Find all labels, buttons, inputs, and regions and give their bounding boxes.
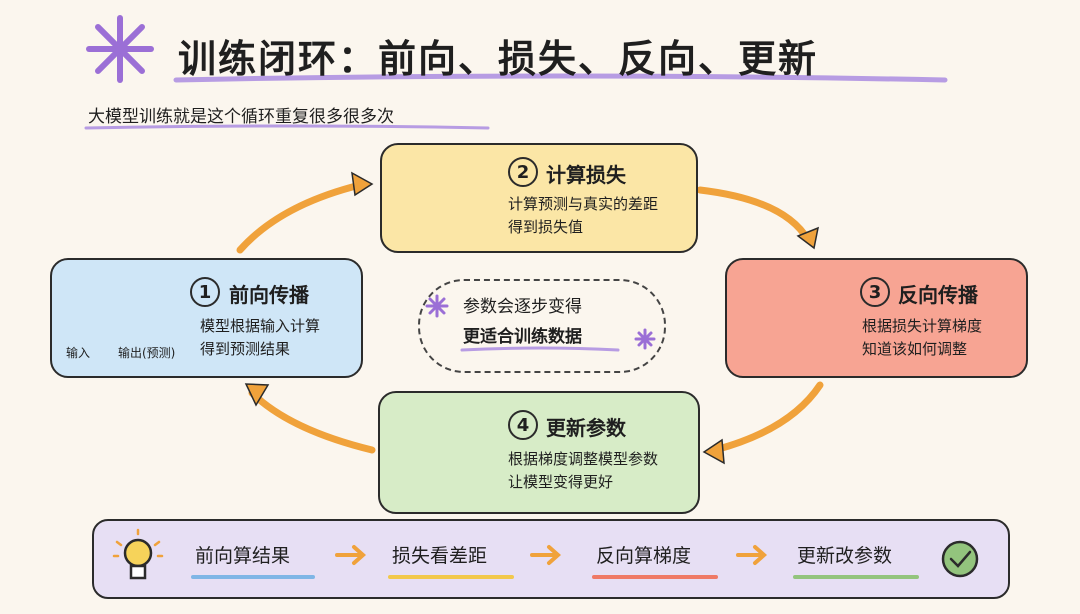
step-number-2: 2 (508, 157, 538, 187)
page-title: 训练闭环：前向、损失、反向、更新 (178, 37, 819, 81)
summary-item-update: 更新改参数 (797, 545, 893, 567)
center-note-underline (460, 346, 620, 352)
center-note-line1: 参数会逐步变得 (463, 297, 582, 317)
input-label: 输入 (66, 346, 91, 360)
step-card-update (378, 391, 700, 514)
sparkle-icon (86, 15, 154, 83)
center-note-box (418, 279, 666, 373)
step-title-loss: 计算损失 (546, 163, 626, 187)
step-desc-forward-line2: 得到预测结果 (200, 340, 291, 358)
arrow-back-to-update (711, 381, 824, 454)
arrow-forward-to-loss (236, 181, 364, 254)
step-desc-forward-line1: 模型根据输入计算 (200, 317, 321, 335)
arrow-loss-to-back (696, 186, 812, 244)
step-desc-update-line1: 根据梯度调整模型参数 (508, 450, 659, 468)
step-desc-backprop-line2: 知道该如何调整 (862, 340, 968, 358)
step-title-update: 更新参数 (546, 416, 626, 440)
step-title-backprop: 反向传播 (898, 283, 978, 307)
page-subtitle: 大模型训练就是这个循环重复很多很多次 (88, 107, 394, 127)
output-label: 输出(预测) (118, 346, 176, 360)
summary-item-loss: 损失看差距 (392, 545, 488, 567)
arrow-update-to-forward (248, 389, 376, 454)
step-card-loss (380, 143, 698, 253)
step-number-1: 1 (190, 277, 220, 307)
summary-item-forward: 前向算结果 (195, 545, 291, 567)
step-desc-loss-line2: 得到损失值 (508, 218, 584, 236)
step-title-forward: 前向传播 (229, 283, 309, 307)
subtitle-underline (84, 124, 490, 130)
center-note-line2: 更适合训练数据 (463, 327, 582, 347)
step-number-4: 4 (508, 410, 538, 440)
step-desc-loss-line1: 计算预测与真实的差距 (508, 195, 659, 213)
cycle-arrowheads (244, 171, 820, 465)
cycle-arrows (236, 181, 824, 454)
title-underline (173, 73, 948, 83)
step-number-3: 3 (860, 277, 890, 307)
step-desc-update-line2: 让模型变得更好 (508, 473, 614, 491)
summary-item-backprop: 反向算梯度 (596, 545, 692, 567)
step-desc-backprop-line1: 根据损失计算梯度 (862, 317, 983, 335)
